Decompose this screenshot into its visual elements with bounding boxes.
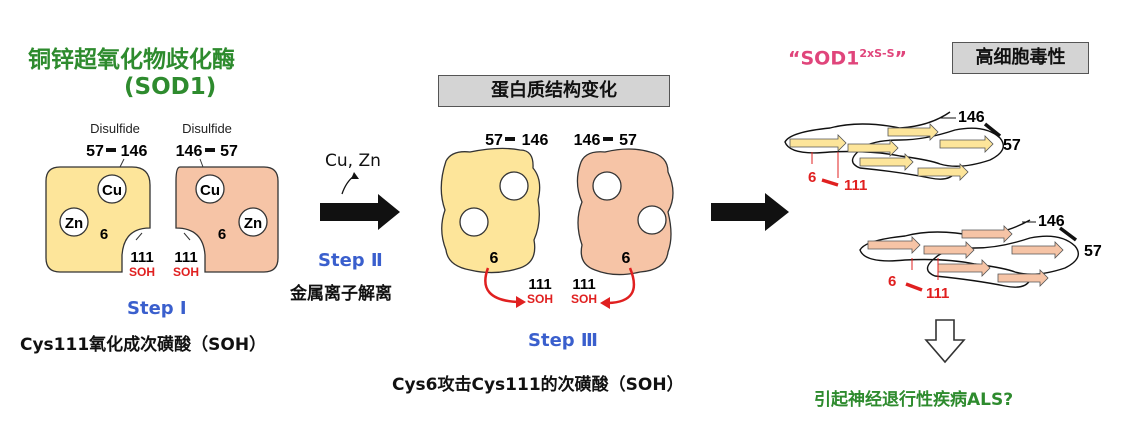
cu-circle-right [195,174,225,204]
p3-res111-right: 111 [572,276,595,293]
p3-res57-left: 57 [485,132,503,149]
cu-label-right: Cu [200,182,220,199]
res111-right: 111 [174,249,197,266]
step1-caption: Cys111氧化成次磺酸（SOH） [20,335,267,355]
step2-arrow [320,172,400,230]
p4-bottom-res146: 146 [1038,213,1065,230]
p3-res57-right: 57 [619,132,637,149]
p4-bottom-res6: 6 [888,273,896,290]
disulfide-label-right: Disulfide [182,121,232,136]
p3-soh-left: SOH [527,292,553,306]
misfolded-structure-top: 146 57 6 111 [784,109,1021,194]
soh-left: SOH [129,265,155,279]
step1-label: Step Ⅰ [127,298,187,319]
p4-top-res6: 6 [808,169,816,186]
p3-res146-right: 146 [574,132,601,149]
enzyme-name: 铜锌超氧化物歧化酶 [28,47,235,73]
step2-label: Step Ⅱ [318,250,383,271]
als-conclusion: 引起神经退行性疾病ALS? [814,390,1014,410]
step3-to-result-arrow [711,193,789,231]
empty-site-2 [459,207,489,237]
p4-bottom-res111: 111 [926,285,949,302]
p3-res146-left: 146 [522,132,549,149]
res57-left: 57 [86,143,104,160]
step3-label: Step Ⅲ [528,330,598,351]
zn-label-right: Zn [244,215,262,232]
step2-caption: 金属离子解离 [290,284,392,304]
disulfide-bond-right [205,148,215,152]
soh-right: SOH [173,265,199,279]
zn-circle-right [238,207,268,237]
res6-left: 6 [100,226,108,243]
p4-top-res111: 111 [844,177,867,194]
res146-left: 146 [121,143,148,160]
structure-change-box: 蛋白质结构变化 [438,75,670,107]
empty-site-4 [637,205,667,235]
zn-circle-left [59,207,89,237]
cu-label-left: Cu [102,182,122,199]
cu-circle-left [97,174,127,204]
disulfide-bond-left [106,148,116,152]
unfolded-monomers-diagram: 57 146 146 57 6 6 111 SOH 111 SOH [440,132,674,309]
res57-right: 57 [220,143,238,160]
p3-res111-left: 111 [528,276,551,293]
misfolded-structures-diagram: 146 57 6 111 146 57 6 111 [784,109,1102,302]
attack-arrow-left [484,267,519,304]
sod1-dimer-diagram: Cu Zn Cu Zn 6 6 Disulfide Disulfide 57 1… [45,121,279,279]
sod1-2xss-label: “SOD12xS-S” [788,47,907,70]
down-arrow [924,319,966,364]
p4-top-res146: 146 [958,109,985,126]
empty-site-1 [499,171,529,201]
attack-arrow-right [607,267,636,305]
p3-res6-left: 6 [490,250,499,267]
p4-bottom-res57: 57 [1084,243,1102,260]
res146-right: 146 [176,143,203,160]
enzyme-abbr: (SOD1) [124,74,217,100]
step3-caption: Cys6攻击Cys111的次磺酸（SOH） [392,375,684,395]
big-arrow-shape [320,194,400,230]
metals-label: Cu, Zn [325,151,381,171]
zn-label-left: Zn [65,215,83,232]
high-toxicity-box: 高细胞毒性 [952,42,1089,74]
res111-left: 111 [130,249,153,266]
p3-res6-right: 6 [622,250,631,267]
misfolded-structure-bottom: 146 57 6 111 [859,213,1102,302]
disulfide-label-left: Disulfide [90,121,140,136]
p4-top-res57: 57 [1003,137,1021,154]
res6-right: 6 [218,226,226,243]
p3-soh-right: SOH [571,292,597,306]
empty-site-3 [592,171,622,201]
